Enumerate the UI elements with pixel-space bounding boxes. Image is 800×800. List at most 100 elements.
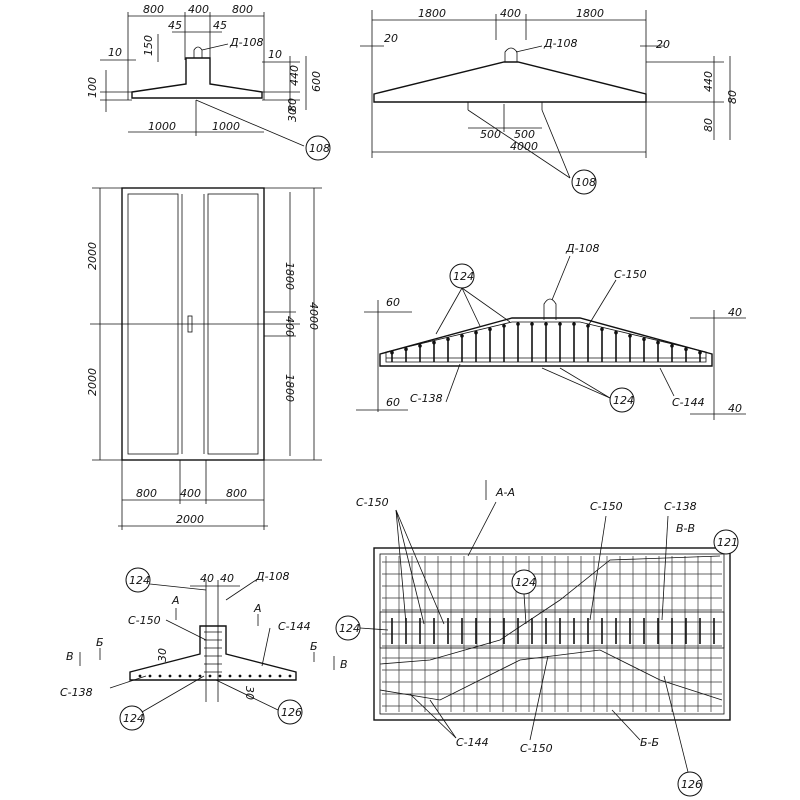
rebar-dot: [168, 674, 172, 678]
dim-text: 30: [286, 108, 299, 122]
callout-number: 124: [339, 622, 360, 635]
section-mark: В: [340, 658, 348, 671]
rebar-dot: [516, 322, 520, 326]
rebar-dot: [148, 674, 152, 678]
rebar-dot: [238, 674, 242, 678]
rebar-dot: [248, 674, 252, 678]
callout-label: Д-108: [229, 36, 264, 49]
dim-text: 600: [310, 71, 323, 92]
rebar-dot: [572, 322, 576, 326]
callout-label: С-150: [590, 500, 623, 513]
rebar-dot: [502, 324, 506, 328]
rebar-dot: [656, 340, 660, 345]
callout-number: 108: [309, 142, 330, 155]
rebar-dot: [198, 674, 202, 678]
rebar-dot: [278, 674, 282, 678]
rebar-dot: [188, 674, 192, 678]
dim-text: 500: [514, 128, 535, 141]
rebar-dot: [544, 322, 548, 326]
dim-text: 10: [108, 46, 122, 59]
rebar-dot: [288, 674, 292, 678]
dim-text: 30: [156, 648, 169, 662]
section-mark: А: [253, 602, 262, 615]
dim-text: 150: [142, 35, 155, 56]
rebar-dot: [698, 350, 702, 355]
callout-label: С-150: [128, 614, 161, 627]
rebar-dot: [600, 327, 604, 332]
callout-number: 108: [575, 176, 596, 189]
plan-section: А-А В-В Б-Б С-150 С-150 С-138 С-144 С-15…: [335, 480, 739, 797]
dim-text: 40: [220, 572, 234, 585]
rebar-dot: [158, 674, 162, 678]
rebar-group: [138, 631, 292, 678]
callout-label: С-150: [614, 268, 647, 281]
callout-label: С-150: [356, 496, 389, 509]
dim-text: 2000: [86, 368, 99, 396]
front-view-large: 1800 400 1800 20 Д-108 20 440 80 80 500 …: [360, 7, 739, 195]
dim-text: 4000: [307, 302, 320, 330]
callout-label: С-144: [456, 736, 489, 749]
callout-number: 124: [515, 576, 536, 589]
dim-text: 80: [702, 118, 715, 132]
callout-label: Д-108: [543, 37, 578, 50]
rebar-dot: [138, 674, 142, 678]
dim-text: 800: [143, 3, 164, 16]
dim-text: 60: [386, 296, 400, 309]
section-mark: Б: [310, 640, 318, 653]
dim-text: 400: [283, 316, 296, 337]
callout-label: Д-108: [565, 242, 600, 255]
dim-text: 800: [136, 487, 157, 500]
rebar-dot: [460, 334, 464, 338]
rebar-dot: [530, 322, 534, 326]
rebar-dot: [432, 340, 436, 345]
callout-number: 121: [717, 536, 738, 549]
dim-text: 40: [728, 402, 742, 415]
dim-text: 60: [386, 396, 400, 409]
rebar-dot: [218, 674, 222, 678]
rebar-group: [386, 322, 706, 362]
reinforcement-elevation: Д-108 С-150 124 С-138 124 С-144 60 60 40…: [356, 242, 746, 420]
rebar-dot: [418, 344, 422, 348]
rebar-dot: [474, 330, 478, 335]
dim-text: 1800: [418, 7, 446, 20]
dim-text: 440: [288, 65, 301, 86]
rebar-mesh: [382, 556, 722, 712]
dim-text: 80: [726, 90, 739, 104]
dim-text: 400: [500, 7, 521, 20]
dim-text: 1800: [283, 262, 296, 290]
dim-text: 20: [384, 32, 398, 45]
dim-text: 400: [188, 3, 209, 16]
rebar-dot: [642, 337, 646, 342]
callout-number: 124: [613, 394, 634, 407]
rebar-dot: [208, 674, 212, 678]
callout-label: С-144: [278, 620, 311, 633]
dim-text: 40: [728, 306, 742, 319]
rebar-dot: [628, 334, 632, 338]
section-title: Б-Б: [640, 736, 659, 749]
section-title: В-В: [676, 522, 695, 535]
dim-text: 10: [268, 48, 282, 61]
rebar-dot: [488, 327, 492, 332]
dim-text: 500: [480, 128, 501, 141]
dim-text: 4000: [510, 140, 538, 153]
callout-number: 124: [129, 574, 150, 587]
callout-label: С-138: [60, 686, 93, 699]
section-mark: В: [66, 650, 74, 663]
callout-number: 124: [123, 712, 144, 725]
rebar-dot: [614, 330, 618, 335]
rebar-dot: [670, 344, 674, 348]
dim-text: 30: [243, 686, 256, 700]
dim-text: 100: [86, 77, 99, 98]
dim-text: 40: [200, 572, 214, 585]
section-title: А-А: [495, 486, 515, 499]
rebar-dot: [446, 337, 450, 342]
dim-text: 1800: [576, 7, 604, 20]
dim-text: 1000: [148, 120, 176, 133]
rebar-dot: [258, 674, 262, 678]
front-view-small: 800 400 800 45 45 10 150 100 10 440 600 …: [86, 3, 331, 161]
section-mark: Б: [96, 636, 104, 649]
callout-number: 126: [681, 778, 702, 791]
rebar-dot: [390, 350, 394, 355]
dim-text: 45: [168, 19, 182, 32]
